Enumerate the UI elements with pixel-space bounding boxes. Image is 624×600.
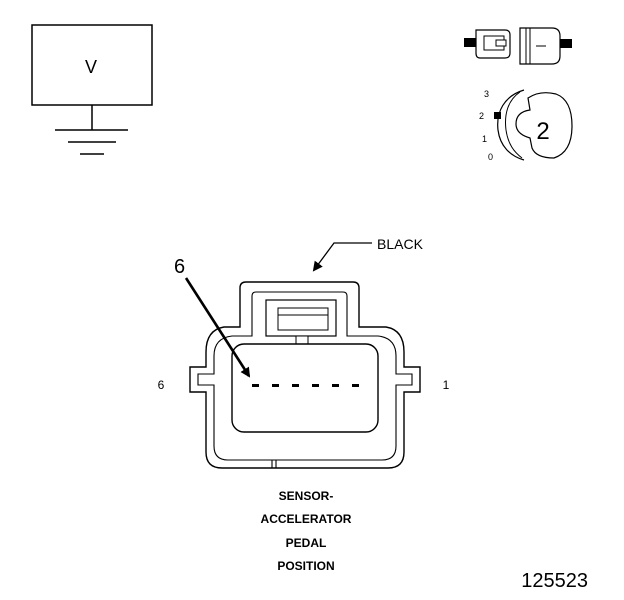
connector-color-label: BLACK bbox=[377, 236, 424, 252]
pin-terminal bbox=[252, 384, 259, 387]
voltmeter-symbol: V bbox=[31, 24, 153, 155]
color-callout: BLACK bbox=[312, 236, 424, 272]
figure-id: 125523 bbox=[521, 570, 588, 592]
pin-left-label: 6 bbox=[158, 378, 165, 392]
caption-line-2: ACCELERATOR bbox=[261, 512, 352, 526]
key-position-0: 0 bbox=[488, 152, 493, 162]
key-position-2: 2 bbox=[479, 111, 484, 121]
caption-line-3: PEDAL bbox=[286, 536, 327, 550]
key-label: 2 bbox=[536, 118, 549, 145]
ignition-key-icon: 3 2 1 0 2 bbox=[479, 89, 573, 162]
pin-pointer-arrow bbox=[184, 277, 251, 378]
pin-terminal bbox=[352, 384, 359, 387]
connector-inner-outline bbox=[197, 291, 413, 461]
voltmeter-label: V bbox=[85, 57, 97, 77]
connector-disconnect-icon bbox=[464, 27, 572, 65]
connector-latch bbox=[265, 299, 337, 337]
color-leader-line bbox=[312, 242, 372, 272]
caption-line-1: SENSOR- bbox=[279, 489, 334, 503]
pin-terminals bbox=[252, 384, 359, 387]
pin-terminal bbox=[272, 384, 279, 387]
terminal-cavity bbox=[231, 343, 379, 433]
pin-terminal bbox=[332, 384, 339, 387]
key-position-1: 1 bbox=[482, 134, 487, 144]
key-position-3: 3 bbox=[484, 89, 489, 99]
pin-terminal bbox=[292, 384, 299, 387]
caption-line-4: POSITION bbox=[277, 559, 334, 573]
connector-face bbox=[189, 281, 421, 469]
pin-pointer-number: 6 bbox=[174, 256, 185, 278]
key-position-marker bbox=[494, 112, 501, 119]
pin-pointer-callout: 6 bbox=[174, 256, 251, 378]
pin-terminal bbox=[312, 384, 319, 387]
pin-right-label: 1 bbox=[443, 378, 450, 392]
connector-caption: SENSOR- ACCELERATOR PEDAL POSITION bbox=[261, 489, 352, 573]
